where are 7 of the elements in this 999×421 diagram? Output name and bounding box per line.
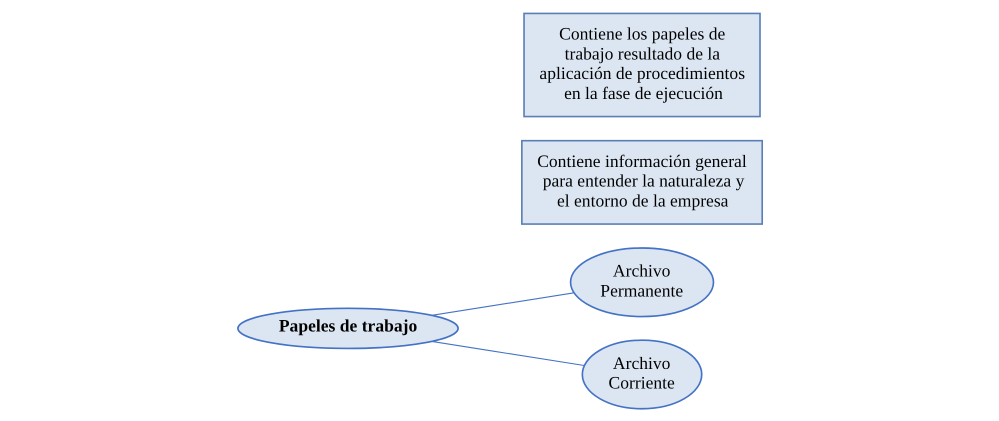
connector <box>431 340 584 366</box>
connector <box>431 292 574 316</box>
node-ellipse: Papeles de trabajo <box>236 307 458 349</box>
node-ellipse: Archivo Permanente <box>569 246 714 317</box>
node-box: Contiene los papeles de trabajo resultado de la aplicación de procedimientos en la fase de ejecución <box>522 12 760 117</box>
node-ellipse: Archivo Corriente <box>581 338 702 410</box>
node-box: Contiene información general para entender la naturaleza y el entorno de la empresa <box>520 139 763 224</box>
